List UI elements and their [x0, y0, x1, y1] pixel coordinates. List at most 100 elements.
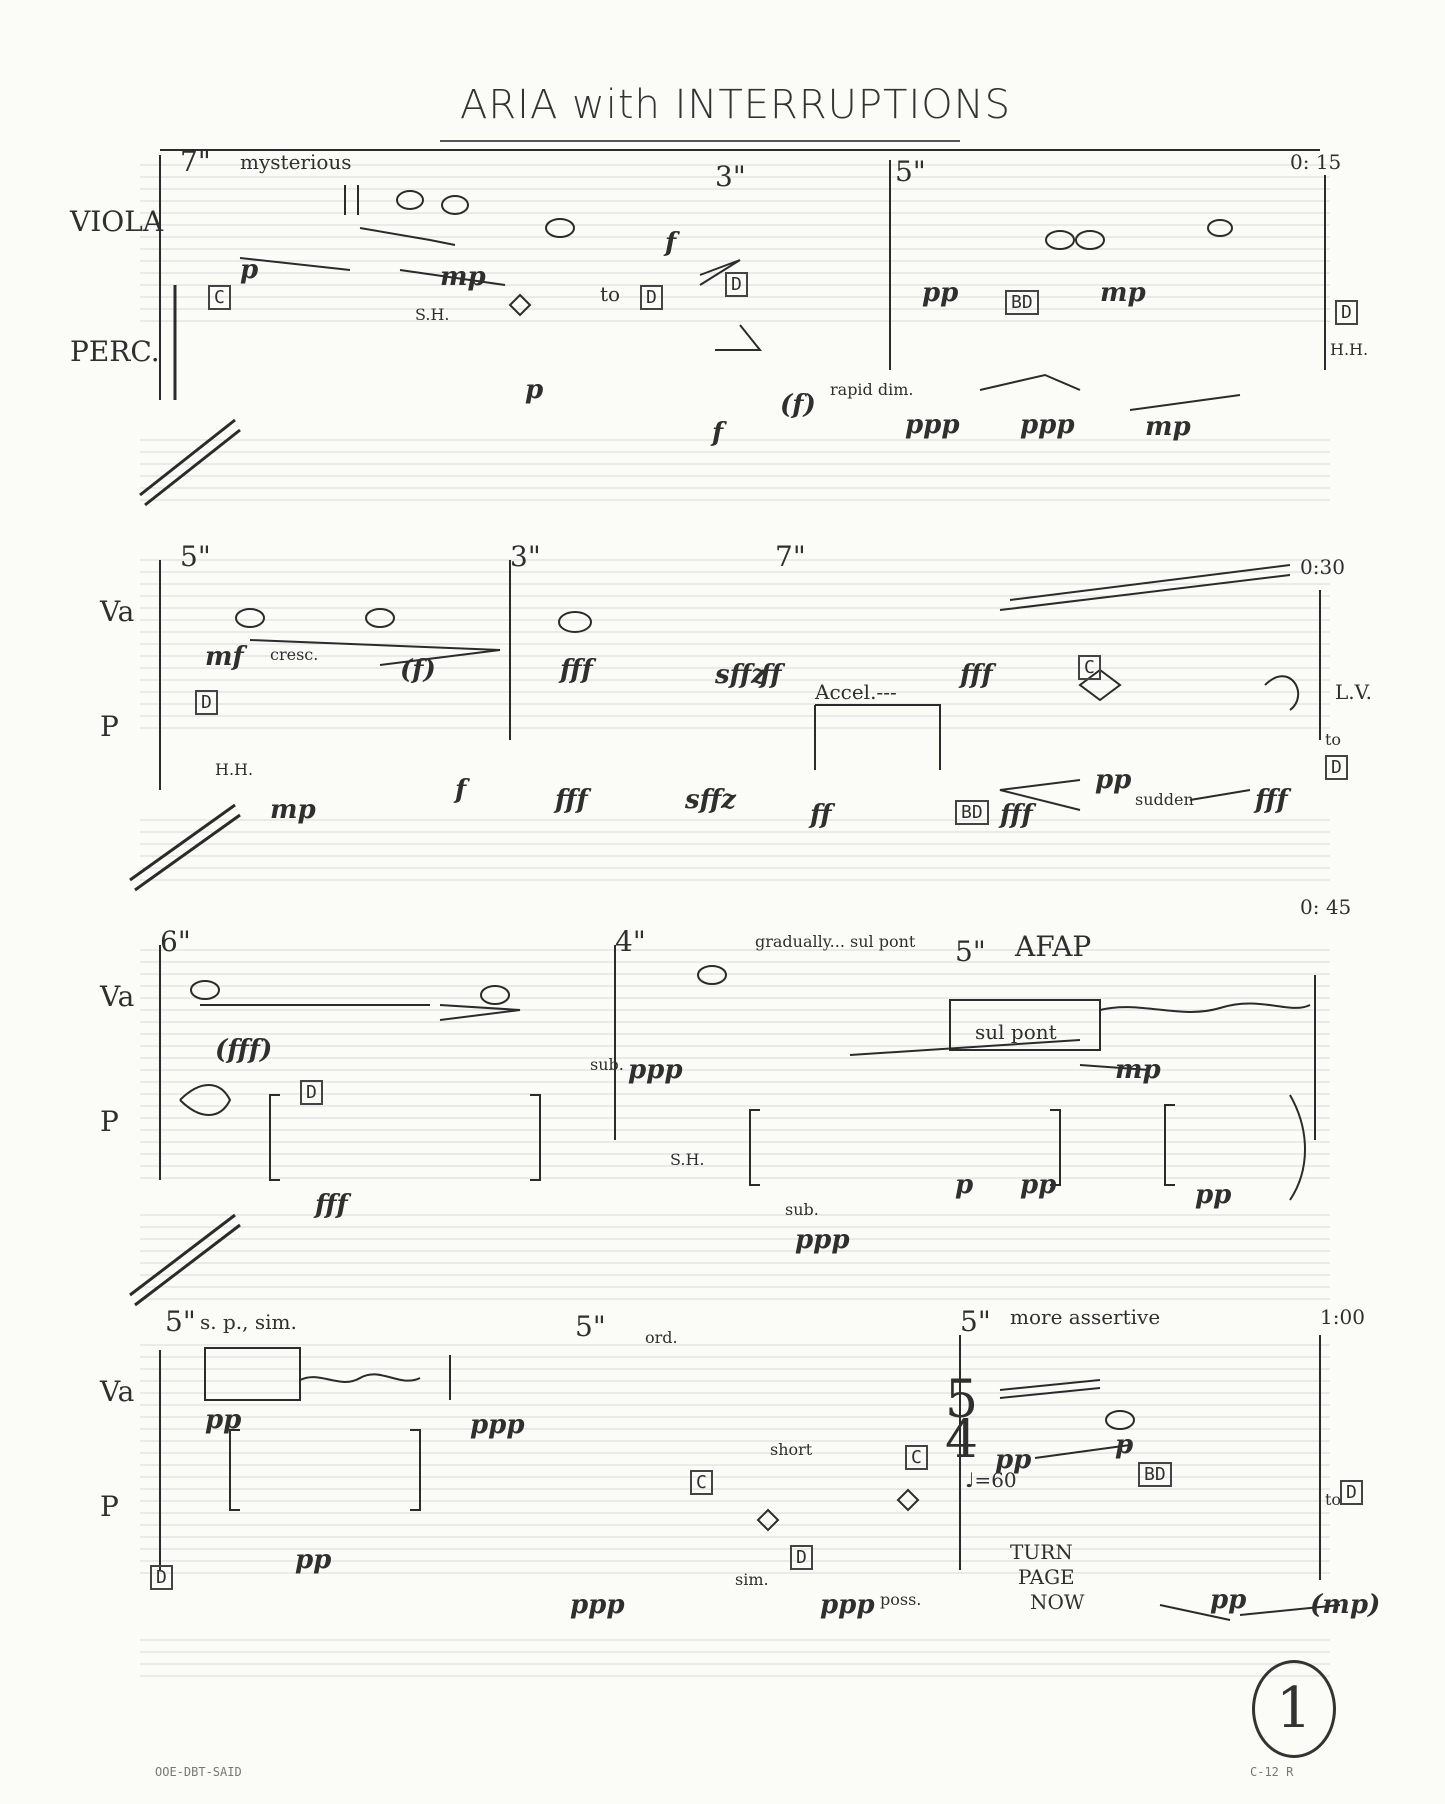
dynamic-mark: p	[525, 375, 544, 405]
lv-tie	[1264, 675, 1300, 711]
notation-glyphs	[129, 149, 1341, 1621]
system-break	[139, 418, 241, 507]
direction-text: poss.	[880, 1590, 922, 1609]
dynamic-mark: fff	[555, 785, 588, 815]
hairpin	[239, 257, 506, 286]
dynamic-mark: ppp	[570, 1590, 625, 1620]
dynamic-mark: fff	[1255, 785, 1288, 815]
page-number: 1	[1252, 1660, 1336, 1758]
viola-label: Va	[100, 1375, 135, 1408]
perc-label: P	[100, 710, 119, 743]
cue-duration: 6"	[160, 925, 191, 958]
dynamic-mark: ppp	[820, 1590, 875, 1620]
dynamic-mark: p	[240, 255, 259, 285]
instrument-box: D	[1325, 755, 1348, 780]
dynamic-mark: ff	[810, 800, 832, 830]
direction-text: ord.	[645, 1328, 678, 1347]
direction-text: to	[1325, 730, 1342, 749]
direction-text: more assertive	[1010, 1305, 1161, 1329]
dynamic-mark: fff	[560, 655, 593, 685]
dynamic-mark: mp	[440, 262, 486, 292]
direction-text: AFAP	[1015, 930, 1092, 963]
dynamic-mark: f	[455, 775, 467, 805]
dynamic-mark: f	[712, 418, 724, 448]
instrument-box: D	[790, 1545, 813, 1570]
note-head	[545, 218, 575, 238]
bracket	[749, 1109, 1061, 1186]
dynamic-mark: sffz	[685, 785, 736, 815]
footer-left: OOE-DBT-SAID	[155, 1765, 242, 1779]
cue-duration: 5"	[180, 540, 211, 573]
dynamic-mark: pp	[295, 1545, 332, 1575]
dynamic-mark: pp	[1095, 765, 1132, 795]
sul-pont-box	[949, 999, 1101, 1051]
direction-text: to	[600, 282, 621, 306]
trill-line	[299, 1373, 421, 1383]
dynamic-mark: p	[1115, 1430, 1134, 1460]
dynamic-mark: mp	[1115, 1055, 1161, 1085]
diamond-notehead	[508, 293, 532, 317]
instrument-box: D	[640, 285, 663, 310]
cue-duration: 5"	[960, 1305, 991, 1338]
direction-text: short	[770, 1440, 813, 1459]
dynamic-mark: (f)	[400, 655, 436, 685]
instrument-box: C	[905, 1445, 928, 1470]
note-head	[190, 980, 220, 1000]
direction-text: sim.	[735, 1570, 769, 1589]
dynamic-mark: ppp	[905, 410, 960, 440]
cue-duration: 3"	[715, 160, 746, 193]
staff-lines	[140, 164, 1330, 1677]
instrument-box: D	[150, 1565, 173, 1590]
direction-text: cresc.	[270, 645, 319, 664]
instrument-box: C	[208, 285, 231, 310]
instrument-box: D	[300, 1080, 323, 1105]
dynamic-mark: pp	[922, 278, 959, 308]
instrument-box: BD	[1138, 1462, 1172, 1487]
score-title: ARIA with INTERRUPTIONS	[460, 82, 1012, 128]
dynamic-mark: sffz	[715, 660, 766, 690]
cue-duration: 7"	[180, 145, 211, 178]
direction-text: PAGE	[1018, 1565, 1075, 1589]
direction-text: S.H.	[415, 305, 450, 324]
direction-text: TURN	[1010, 1540, 1073, 1564]
note-head	[441, 195, 469, 215]
note-head	[396, 190, 424, 210]
direction-text: to	[1325, 1490, 1342, 1509]
hairpin	[1034, 1444, 1131, 1459]
dynamic-mark: pp	[205, 1405, 242, 1435]
dynamic-mark: pp	[1210, 1585, 1247, 1615]
dynamic-mark: pp	[1195, 1180, 1232, 1210]
beam	[999, 1379, 1101, 1399]
instrument-box: D	[725, 272, 748, 297]
direction-text: sul pont	[975, 1020, 1057, 1044]
dynamic-mark: (fff)	[215, 1035, 273, 1065]
hairpin	[849, 1039, 1151, 1071]
instrument-box: D	[1335, 300, 1358, 325]
instrument-box: D	[195, 690, 218, 715]
system-break	[129, 1213, 241, 1307]
trill-line	[1099, 1002, 1311, 1013]
note-head	[697, 965, 727, 985]
note-head	[365, 608, 395, 628]
direction-text: H.H.	[215, 760, 254, 779]
cue-duration: 5"	[575, 1310, 606, 1343]
viola-label: VIOLA	[70, 205, 164, 238]
sp-box	[204, 1347, 301, 1401]
instrument-box: C	[690, 1470, 713, 1495]
dynamic-mark: (mp)	[1310, 1590, 1381, 1620]
viola-label: Va	[100, 980, 135, 1013]
dynamic-mark: p	[955, 1170, 974, 1200]
dynamic-mark: ppp	[470, 1410, 525, 1440]
dynamic-mark: mf	[205, 642, 244, 672]
perc-notes	[699, 259, 763, 351]
instrument-box: BD	[1005, 290, 1039, 315]
note-head	[1075, 230, 1105, 250]
hairpin	[979, 373, 1241, 411]
bracket	[269, 1094, 541, 1181]
direction-text: sub.	[785, 1200, 819, 1219]
dynamic-mark: ppp	[628, 1055, 683, 1085]
dynamic-mark: fff	[960, 660, 993, 690]
dynamic-mark: fff	[315, 1190, 348, 1220]
